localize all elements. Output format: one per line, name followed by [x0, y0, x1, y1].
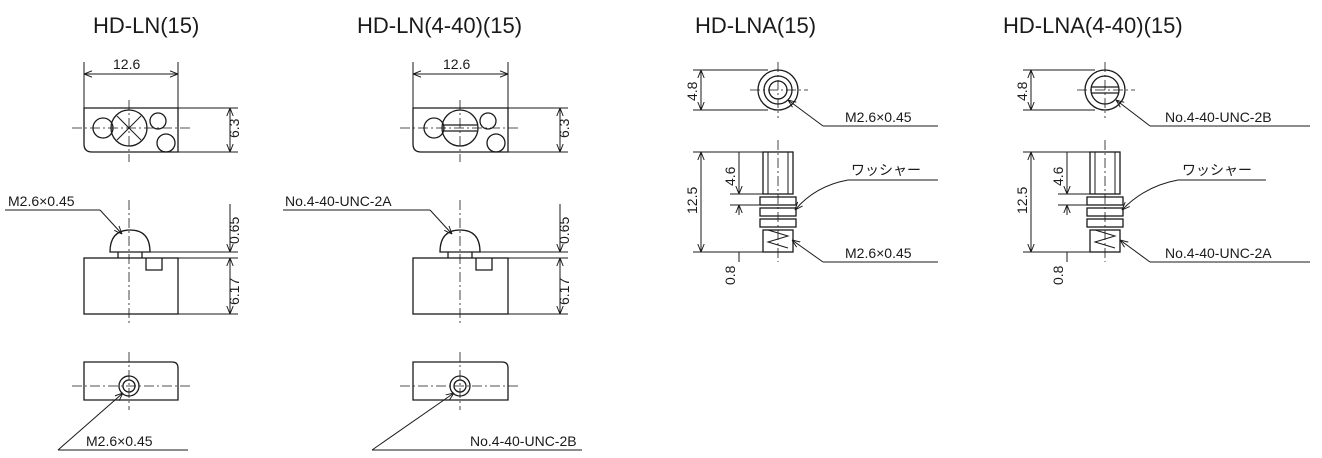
title-hd-ln-4-40: HD-LN(4-40)(15) [357, 13, 522, 38]
callout-washer-lna440: ワッシャー [1182, 162, 1252, 178]
dim-body-ln: 6.17 [226, 278, 242, 305]
title-hd-ln: HD-LN(15) [93, 13, 199, 38]
hd-ln440-bottom-view: No.4-40-UNC-2B [371, 352, 582, 451]
hd-lna-side-view: 12.5 4.6 0.8 ワッシャー M2.6×0.45 [684, 140, 938, 285]
callout-screw-ln440: No.4-40-UNC-2A [285, 193, 392, 209]
hd-ln-bottom-view: M2.6×0.45 [57, 352, 190, 451]
hd-ln-side-view: 0.65 6.17 M2.6×0.45 [5, 193, 242, 325]
dim-gap-lna: 0.8 [722, 265, 738, 285]
dim-height-ln440: 6.3 [556, 118, 572, 138]
dim-head-ln: 0.65 [226, 217, 242, 244]
hd-lna440-side-view: 12.5 4.6 0.8 ワッシャー No.4-40-UNC-2A [1014, 140, 1310, 285]
callout-screw-ln: M2.6×0.45 [8, 193, 75, 209]
dim-width-ln440: 12.6 [443, 56, 470, 72]
dim-height-ln: 6.3 [226, 118, 242, 138]
dim-nut-height-lna440: 4.6 [1050, 166, 1066, 186]
hd-ln440-top-view: 12.6 6.3 [400, 56, 572, 162]
title-hd-lna-4-40: HD-LNA(4-40)(15) [1003, 13, 1183, 38]
hd-lna-top-view: 4.8 M2.6×0.45 [684, 62, 938, 127]
callout-screw-lna440: No.4-40-UNC-2A [1165, 245, 1272, 261]
dim-head-ln440: 0.65 [556, 217, 572, 244]
callout-thread-ln440: No.4-40-UNC-2B [470, 433, 577, 449]
dim-length-lna440: 12.5 [1014, 187, 1030, 214]
dim-nut-lna440: 4.8 [1014, 81, 1030, 101]
dim-length-lna: 12.5 [684, 187, 700, 214]
title-hd-lna: HD-LNA(15) [695, 13, 816, 38]
callout-nut-lna: M2.6×0.45 [845, 109, 912, 125]
callout-thread-ln: M2.6×0.45 [86, 433, 153, 449]
hd-lna440-top-view: 4.8 No.4-40-UNC-2B [1014, 62, 1310, 127]
dim-gap-lna440: 0.8 [1050, 265, 1066, 285]
hd-ln440-side-view: 0.65 6.17 No.4-40-UNC-2A [283, 193, 572, 325]
callout-screw-lna: M2.6×0.45 [845, 245, 912, 261]
callout-nut-lna440: No.4-40-UNC-2B [1165, 109, 1272, 125]
dim-width-ln: 12.6 [113, 56, 140, 72]
dim-nut-height-lna: 4.6 [722, 166, 738, 186]
hd-ln-top-view: 12.6 6.3 [72, 56, 242, 162]
dim-nut-lna: 4.8 [684, 81, 700, 101]
callout-washer-lna: ワッシャー [851, 162, 921, 178]
dim-body-ln440: 6.17 [556, 278, 572, 305]
